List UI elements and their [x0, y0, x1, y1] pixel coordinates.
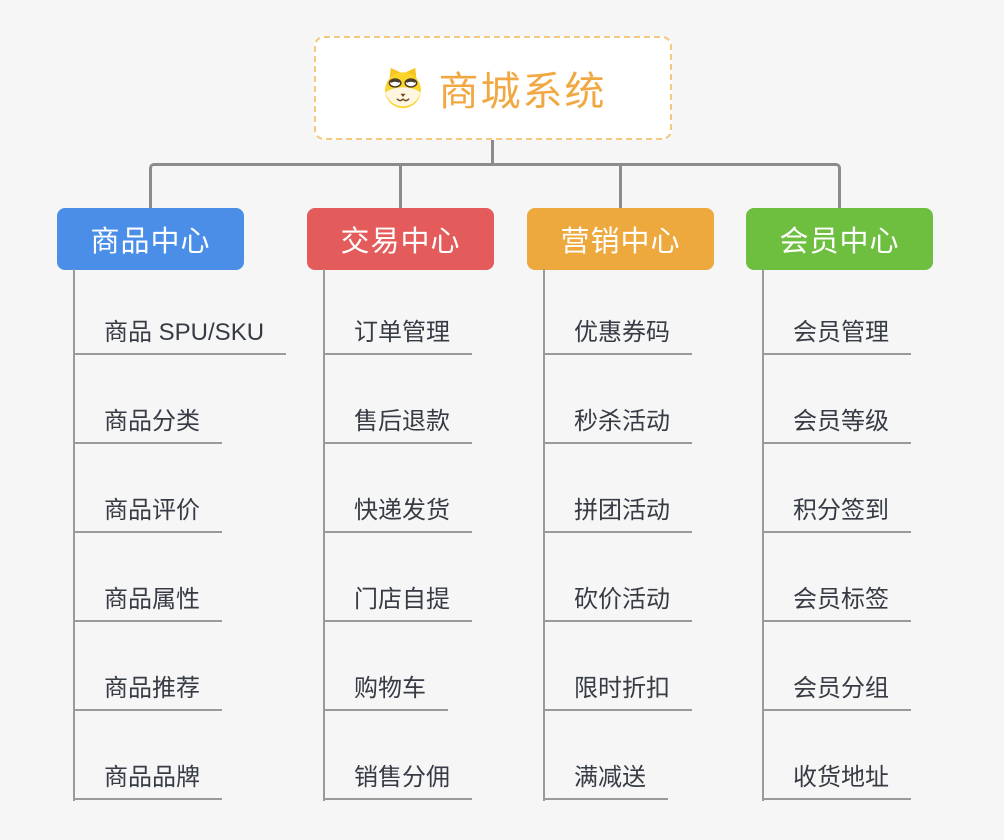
branch-node-goods[interactable]: 商品中心 — [57, 208, 244, 270]
leaf-node[interactable]: 门店自提 — [323, 586, 472, 622]
connector-column-goods — [73, 269, 75, 801]
leaf-node[interactable]: 商品品牌 — [73, 764, 222, 800]
leaf-node[interactable]: 收货地址 — [762, 764, 911, 800]
leaf-node[interactable]: 售后退款 — [323, 408, 472, 444]
branch-children-goods: 商品 SPU/SKU 商品分类 商品评价 商品属性 商品推荐 商品品牌 — [73, 270, 373, 800]
root-title: 商城系统 — [438, 70, 607, 114]
leaf-node[interactable]: 会员管理 — [762, 319, 911, 355]
leaf-node[interactable]: 拼团活动 — [543, 497, 692, 533]
leaf-node[interactable]: 购物车 — [323, 675, 448, 711]
leaf-node[interactable]: 优惠券码 — [543, 319, 692, 355]
branch-node-marketing[interactable]: 营销中心 — [527, 208, 714, 270]
dog-face-icon — [380, 65, 426, 111]
connector-root-stem — [491, 139, 494, 166]
leaf-node[interactable]: 订单管理 — [323, 319, 472, 355]
connector-column-marketing — [543, 269, 545, 801]
leaf-node[interactable]: 秒杀活动 — [543, 408, 692, 444]
branch-node-trade[interactable]: 交易中心 — [307, 208, 494, 270]
leaf-node[interactable]: 商品分类 — [73, 408, 222, 444]
connector-column-member — [762, 269, 764, 801]
leaf-node[interactable]: 会员等级 — [762, 408, 911, 444]
leaf-node[interactable]: 商品属性 — [73, 586, 222, 622]
branch-children-trade: 订单管理 售后退款 快递发货 门店自提 购物车 销售分佣 — [323, 270, 623, 800]
connector-drop-trade — [399, 163, 402, 208]
root-node[interactable]: 商城系统 — [314, 36, 672, 140]
leaf-node[interactable]: 积分签到 — [762, 497, 911, 533]
branch-children-marketing: 优惠券码 秒杀活动 拼团活动 砍价活动 限时折扣 满减送 — [543, 270, 843, 800]
branch-children-member: 会员管理 会员等级 积分签到 会员标签 会员分组 收货地址 — [762, 270, 1004, 800]
leaf-node[interactable]: 满减送 — [543, 764, 668, 800]
leaf-node[interactable]: 砍价活动 — [543, 586, 692, 622]
branch-node-member[interactable]: 会员中心 — [746, 208, 933, 270]
leaf-node[interactable]: 商品推荐 — [73, 675, 222, 711]
leaf-node[interactable]: 快递发货 — [323, 497, 472, 533]
connector-column-trade — [323, 269, 325, 801]
connector-drop-marketing — [619, 163, 622, 208]
leaf-node[interactable]: 会员分组 — [762, 675, 911, 711]
leaf-node[interactable]: 销售分佣 — [323, 764, 472, 800]
leaf-node[interactable]: 商品评价 — [73, 497, 222, 533]
leaf-node[interactable]: 限时折扣 — [543, 675, 692, 711]
connector-bus — [149, 163, 841, 208]
leaf-node[interactable]: 会员标签 — [762, 586, 911, 622]
leaf-node[interactable]: 商品 SPU/SKU — [73, 319, 287, 355]
